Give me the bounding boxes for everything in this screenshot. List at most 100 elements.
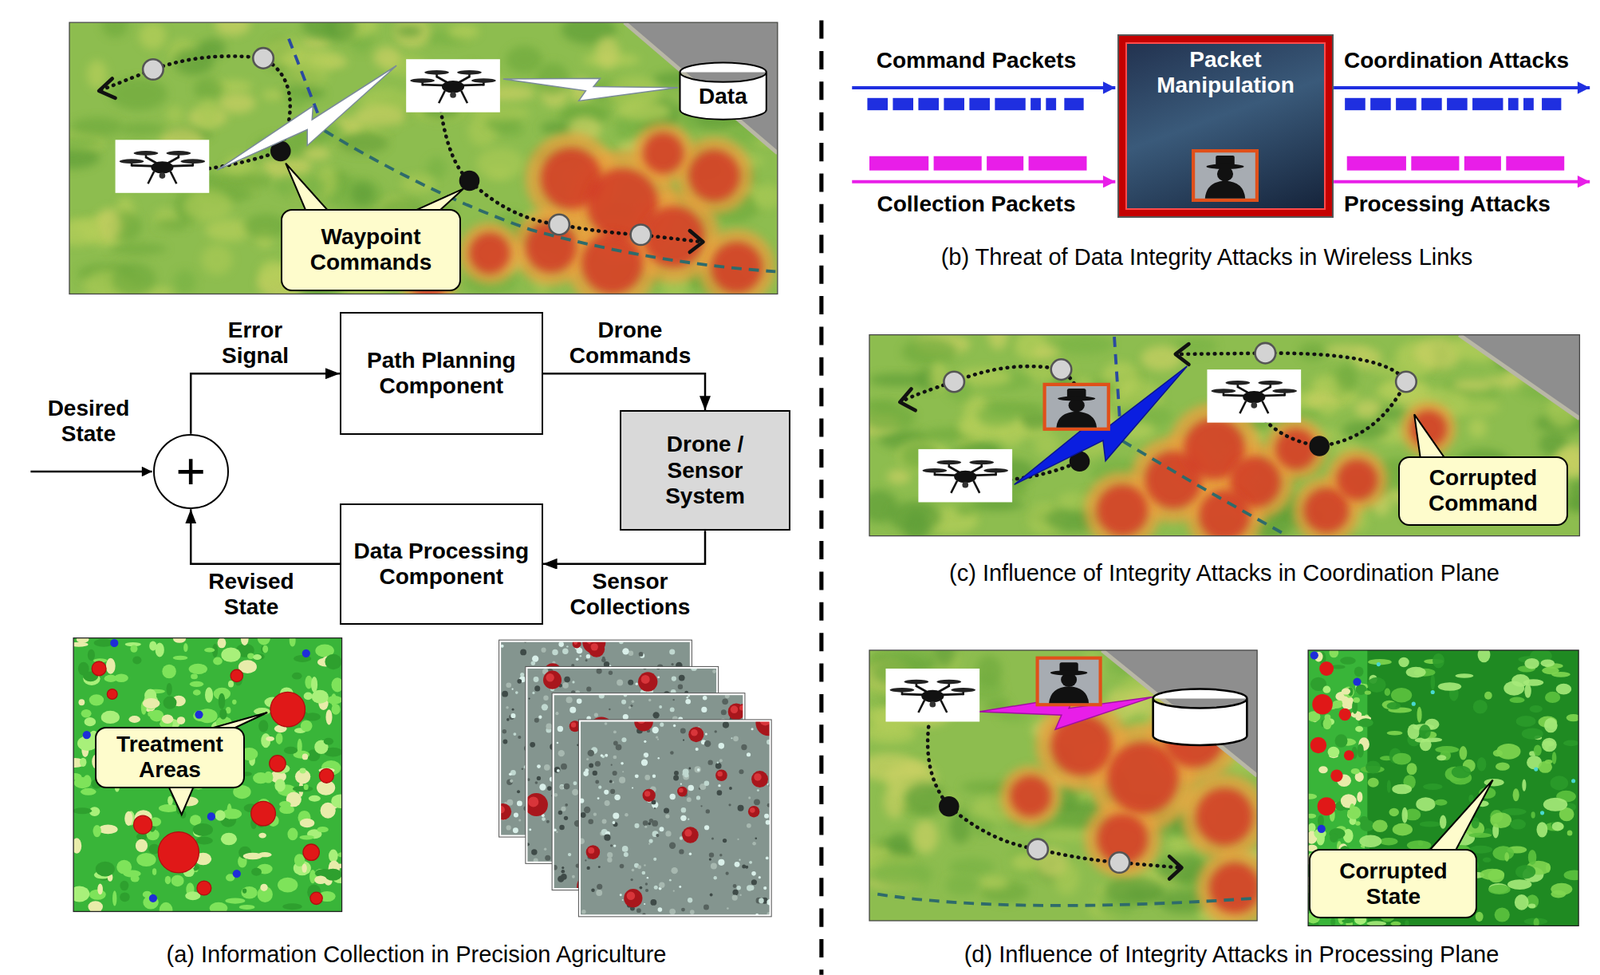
image-texture <box>560 873 568 880</box>
image-texture <box>623 851 629 857</box>
map-patch <box>224 897 245 903</box>
drone-rotor <box>457 70 482 75</box>
image-texture <box>732 894 738 900</box>
tree-highlight <box>730 705 738 714</box>
map-patch <box>331 703 340 714</box>
image-texture <box>738 768 744 774</box>
image-texture <box>512 708 515 711</box>
image-texture <box>529 741 536 748</box>
image-texture <box>669 908 675 915</box>
stress-core <box>1198 489 1250 536</box>
image-texture <box>614 794 620 800</box>
image-texture <box>563 783 571 790</box>
tree-highlight <box>749 807 756 813</box>
field-patch <box>977 405 1018 426</box>
map-patch <box>220 647 241 663</box>
image-texture <box>598 785 602 789</box>
map-patch <box>328 849 339 863</box>
image-texture <box>621 699 627 705</box>
image-texture <box>646 876 649 879</box>
image-texture <box>610 764 613 766</box>
image-texture <box>510 713 516 718</box>
field-patch <box>476 147 525 180</box>
tree-highlight <box>678 788 684 793</box>
image-texture <box>713 875 718 879</box>
image-texture <box>644 825 647 828</box>
packet-block <box>1028 156 1088 171</box>
map-patch <box>274 778 285 792</box>
image-texture <box>571 788 579 796</box>
map-patch <box>289 638 296 647</box>
map-patch <box>159 902 174 912</box>
tree-crown <box>681 826 699 844</box>
tree-highlight <box>641 674 651 684</box>
packet-stream <box>1333 86 1590 90</box>
image-texture <box>704 740 711 747</box>
map-patch <box>87 900 103 911</box>
image-texture <box>509 779 513 783</box>
field-patch <box>101 22 129 38</box>
map-patch <box>97 882 103 895</box>
map-ground <box>73 638 342 912</box>
map-patch <box>119 891 131 902</box>
image-texture <box>619 893 623 896</box>
map-patch <box>158 803 179 812</box>
map-patch <box>119 880 129 891</box>
image-texture <box>722 721 730 729</box>
image-texture <box>636 907 642 913</box>
image-texture <box>616 679 623 686</box>
image-texture <box>748 860 753 864</box>
active-waypoint <box>460 171 479 190</box>
map-patch <box>331 794 342 808</box>
field-patch <box>261 90 288 101</box>
field-patch <box>913 819 938 853</box>
image-texture <box>595 889 603 896</box>
map-patch <box>283 746 298 754</box>
packet-block <box>1421 98 1443 111</box>
field-patch <box>945 874 978 897</box>
field-patch <box>1452 378 1494 391</box>
image-texture <box>763 886 767 890</box>
image-texture <box>643 902 646 905</box>
field-patch <box>350 181 375 205</box>
hacker-body <box>1056 411 1097 428</box>
field-patch <box>1104 874 1164 905</box>
image-texture <box>580 811 587 818</box>
image-texture <box>630 704 633 707</box>
image-texture <box>709 893 714 897</box>
image-texture <box>612 770 618 776</box>
image-texture <box>680 783 682 785</box>
wireless-bolt <box>999 366 1210 500</box>
field-patch <box>1055 334 1114 355</box>
image-texture <box>726 906 730 910</box>
packet-block <box>1523 98 1534 111</box>
image-texture <box>500 644 505 648</box>
image-texture <box>642 819 649 826</box>
image-texture <box>669 648 675 655</box>
map-patch <box>220 832 237 845</box>
tree-crown <box>623 888 643 907</box>
image-texture <box>506 824 512 830</box>
image-texture <box>555 831 558 833</box>
panel-divider <box>819 20 824 975</box>
image-texture <box>592 770 598 776</box>
image-texture <box>669 878 672 882</box>
image-texture <box>709 851 714 857</box>
map-patch <box>155 642 165 657</box>
packet-stream <box>851 86 1116 90</box>
image-texture <box>673 890 675 892</box>
image-texture <box>722 838 727 843</box>
tree-crown <box>638 671 658 691</box>
map-patch <box>212 656 223 665</box>
packet-block <box>1064 98 1084 111</box>
image-texture <box>622 845 629 852</box>
image-texture <box>604 800 611 806</box>
map-patch <box>292 785 313 793</box>
stress-core <box>1096 484 1148 536</box>
image-texture <box>638 651 644 657</box>
map-patch <box>228 680 234 688</box>
image-texture <box>709 858 712 861</box>
image-texture <box>740 744 747 750</box>
image-texture <box>613 843 616 847</box>
packet-block <box>1030 98 1041 111</box>
